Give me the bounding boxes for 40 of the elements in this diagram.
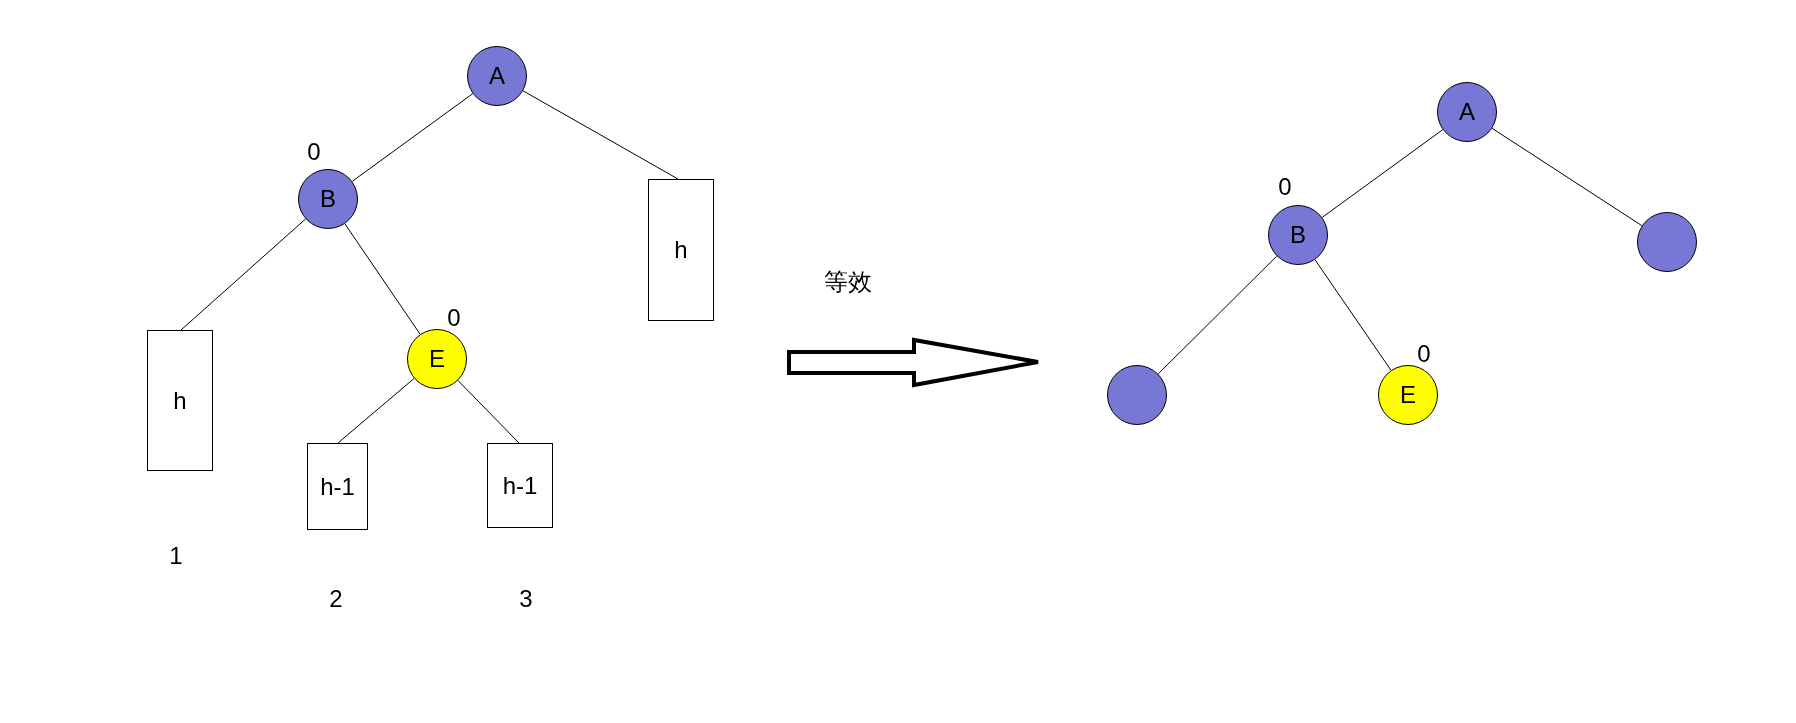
tree-node-circle xyxy=(1437,82,1497,142)
tree-edge xyxy=(1321,129,1444,218)
tree-edge xyxy=(457,379,520,444)
subtree-height: h-1 xyxy=(320,474,355,499)
tree-edge xyxy=(1157,255,1278,375)
node-letter: A xyxy=(1459,100,1475,124)
tree-node-circle xyxy=(298,169,358,229)
subtree-number: 2 xyxy=(329,587,343,611)
tree-edge xyxy=(1491,127,1643,227)
tree-node-circle xyxy=(1637,212,1697,272)
tree-edge xyxy=(337,377,415,444)
tree-node-circle xyxy=(1268,205,1328,265)
node-letter: A xyxy=(489,64,505,88)
node-letter: E xyxy=(1400,383,1416,407)
balance-factor: 0 xyxy=(447,306,461,330)
node-letter: B xyxy=(320,187,336,211)
node-letter: E xyxy=(429,347,445,371)
tree-edge xyxy=(180,218,307,331)
subtree-number: 1 xyxy=(169,544,183,568)
subtree-height: h-1 xyxy=(502,473,538,498)
tree-node-circle xyxy=(407,329,467,389)
subtree-height: h xyxy=(173,388,187,413)
subtree-box xyxy=(648,179,714,321)
arrow-caption: 等效 xyxy=(824,270,872,294)
tree-node-circle xyxy=(467,46,527,106)
tree-node-circle xyxy=(1378,365,1438,425)
subtree-box xyxy=(147,330,213,471)
balance-factor: 0 xyxy=(307,140,321,164)
tree-edge xyxy=(522,90,679,180)
balance-factor: 0 xyxy=(1417,342,1431,366)
node-letter: B xyxy=(1290,223,1306,247)
subtree-box xyxy=(307,443,368,530)
subtree-number: 3 xyxy=(519,587,533,611)
tree-node-circle xyxy=(1107,365,1167,425)
tree-edge xyxy=(344,223,421,335)
subtree-box xyxy=(487,443,553,528)
subtree-height: h xyxy=(674,238,688,262)
tree-edge xyxy=(1314,259,1392,371)
balance-factor: 0 xyxy=(1278,175,1292,199)
tree-edge xyxy=(351,93,474,182)
